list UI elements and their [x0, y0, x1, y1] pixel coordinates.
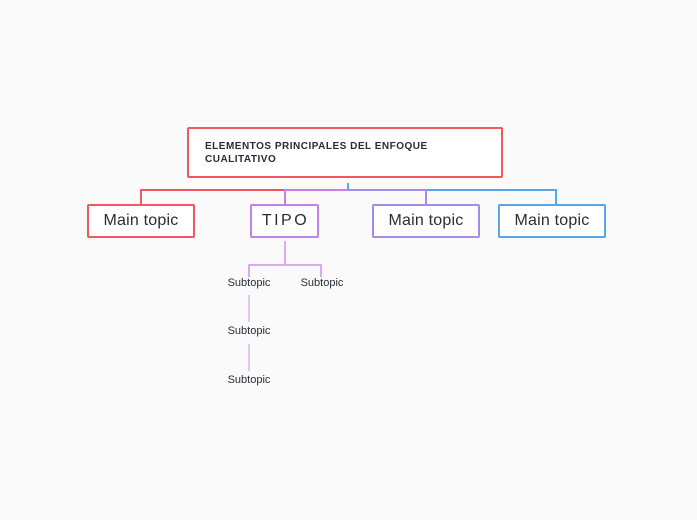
- connector-root-stub: [347, 183, 349, 191]
- root-topic-label: ELEMENTOS PRINCIPALES DEL ENFOQUE CUALIT…: [205, 140, 428, 165]
- subtopic-node-2[interactable]: Subtopic: [300, 277, 344, 289]
- connector-bus-red-segment: [140, 189, 286, 191]
- connector-drop-main3: [425, 189, 427, 204]
- connector-drop-main1: [140, 189, 142, 204]
- main-topic-node-tipo[interactable]: TIPO: [250, 204, 324, 243]
- connector-drop-main4: [555, 189, 557, 204]
- connector-tipo-stub: [284, 241, 286, 266]
- connector-drop-main2: [284, 189, 286, 204]
- connector-bus-violet-segment: [348, 189, 427, 191]
- subtopic-node-3[interactable]: Subtopic: [227, 325, 271, 337]
- connector-subtopic-bus: [248, 264, 322, 266]
- subtopic-node-1[interactable]: Subtopic: [227, 277, 271, 289]
- subtopic-node-4[interactable]: Subtopic: [227, 374, 271, 386]
- connector-drop-subtopic1: [248, 264, 250, 277]
- root-topic-node[interactable]: ELEMENTOS PRINCIPALES DEL ENFOQUE CUALIT…: [187, 127, 508, 183]
- main-topic-node-4[interactable]: Main topic: [498, 204, 611, 243]
- main-topic-node-3[interactable]: Main topic: [372, 204, 485, 243]
- connector-subtopic1-to-subtopic3: [248, 295, 250, 322]
- connector-bus-blue-segment: [427, 189, 557, 191]
- connector-drop-subtopic2: [320, 264, 322, 277]
- main-topic-node-1[interactable]: Main topic: [87, 204, 200, 243]
- connector-bus-purple-segment: [286, 189, 348, 191]
- connector-subtopic3-to-subtopic4: [248, 344, 250, 371]
